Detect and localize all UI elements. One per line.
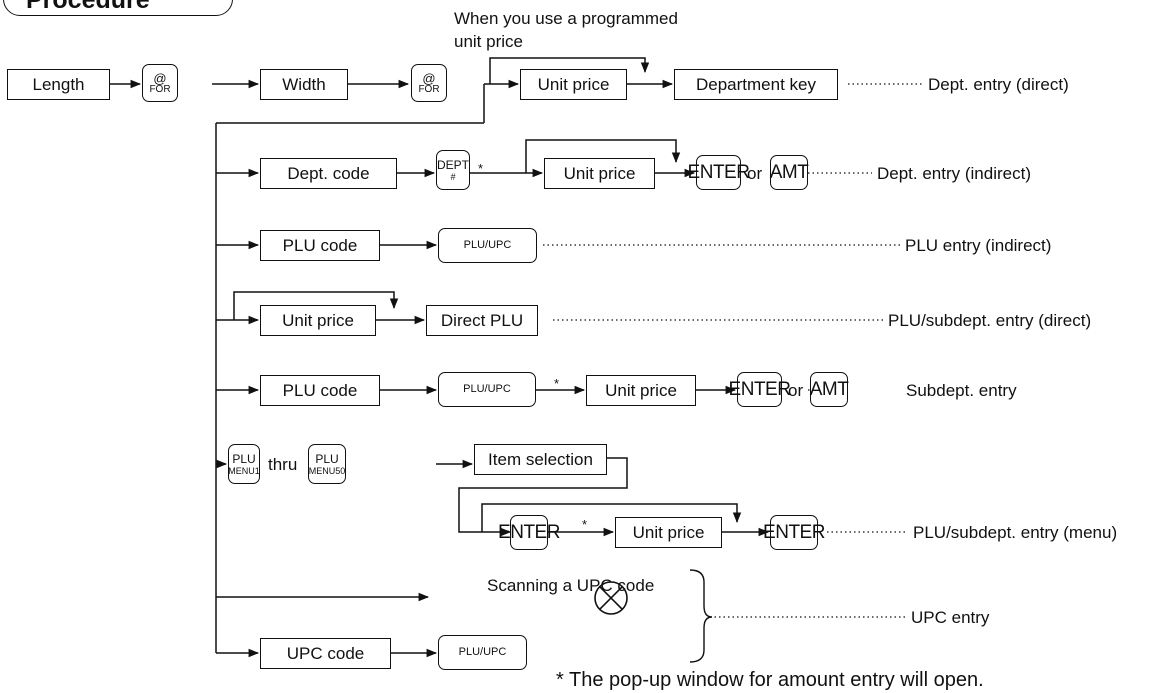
- unit-price-box-5: Unit price: [615, 517, 722, 548]
- length-box: Length: [7, 69, 110, 100]
- dept-key-top: DEPT: [437, 157, 470, 172]
- for-key-1-top: @: [153, 70, 167, 86]
- connector-bypass-plu: [233, 291, 399, 320]
- plu-code-box-2: PLU code: [260, 375, 380, 406]
- or-label-1: or: [747, 164, 763, 183]
- plu-menu50-key-top: PLU: [315, 451, 339, 466]
- result-subdept: Subdept. entry: [906, 381, 1017, 400]
- amt-key-1: AMT: [770, 155, 809, 190]
- plu-menu1-key-bottom: MENU1: [228, 465, 260, 476]
- for-key-1-bottom: FOR: [149, 83, 171, 95]
- unit-price-box-3: Unit price: [260, 305, 376, 336]
- asterisk-1: *: [478, 161, 484, 176]
- for-key-2: @ FOR: [411, 64, 447, 102]
- plu-menu1-key: PLU MENU1: [228, 444, 260, 484]
- for-key-2-bottom: FOR: [418, 83, 440, 95]
- for-key-1: @ FOR: [142, 64, 178, 102]
- result-plu-sub-menu: PLU/subdept. entry (menu): [913, 523, 1118, 542]
- note-programmed-line2: unit price: [454, 32, 523, 51]
- result-dept-direct: Dept. entry (direct): [928, 75, 1069, 94]
- plu-menu50-key: PLU MENU50: [308, 444, 346, 484]
- plu-upc-key-1: PLU/UPC: [438, 228, 537, 263]
- item-selection-box: Item selection: [474, 444, 607, 475]
- unit-price-box-2: Unit price: [544, 158, 655, 189]
- width-box: Width: [260, 69, 348, 100]
- connector-itemselection-down: [458, 457, 628, 537]
- connector-bypass-menu: [481, 503, 742, 532]
- asterisk-2: *: [554, 376, 560, 391]
- enter-key-3: ENTER: [498, 515, 560, 550]
- plu-code-box-1: PLU code: [260, 230, 380, 261]
- procedure-title: Procedure: [26, 0, 150, 14]
- result-dept-indirect: Dept. entry (indirect): [877, 164, 1031, 183]
- enter-key-1: ENTER: [688, 155, 750, 190]
- dept-code-box: Dept. code: [260, 158, 397, 189]
- scan-upc-label: Scanning a UPC code: [487, 576, 655, 595]
- plu-upc-key-2: PLU/UPC: [438, 372, 536, 407]
- connector-bypass-dept: [525, 139, 681, 173]
- amt-key-2: AMT: [810, 372, 849, 407]
- unit-price-box-1: Unit price: [520, 69, 627, 100]
- enter-key-4: ENTER: [763, 515, 825, 550]
- direct-plu-box: Direct PLU: [426, 305, 538, 336]
- result-upc: UPC entry: [911, 608, 990, 627]
- dept-key: DEPT #: [436, 150, 470, 190]
- plu-menu1-key-top: PLU: [232, 451, 256, 466]
- for-key-2-top: @: [422, 70, 436, 86]
- or-label-2: or: [788, 381, 804, 400]
- plu-upc-key-3: PLU/UPC: [438, 635, 527, 670]
- scanner-icon: [594, 581, 628, 615]
- upc-code-box: UPC code: [260, 638, 391, 669]
- enter-key-2: ENTER: [729, 372, 791, 407]
- plu-menu50-key-bottom: MENU50: [308, 465, 346, 476]
- footnote: * The pop-up window for amount entry wil…: [556, 669, 984, 691]
- unit-price-box-4: Unit price: [586, 375, 696, 406]
- thru-label: thru: [268, 455, 298, 474]
- result-plu-sub-direct: PLU/subdept. entry (direct): [888, 311, 1092, 330]
- result-plu-indirect: PLU entry (indirect): [905, 236, 1052, 255]
- department-key-box: Department key: [674, 69, 838, 100]
- note-programmed-line1: When you use a programmed: [454, 9, 678, 28]
- asterisk-3: *: [582, 517, 588, 532]
- brace-upc-group: [689, 569, 713, 663]
- dept-key-bottom: #: [450, 171, 456, 182]
- connector-bypass-top: [489, 57, 650, 84]
- procedure-title-frame: Procedure: [3, 0, 233, 16]
